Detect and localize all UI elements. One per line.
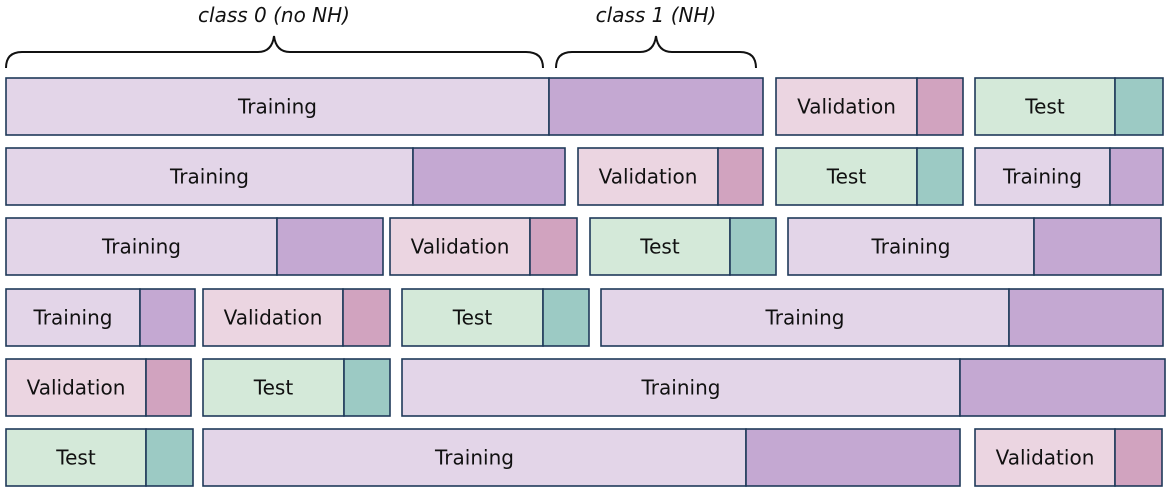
test-label: Test — [55, 446, 96, 470]
validation-segment: Validation — [5, 358, 192, 417]
class-1-brace: class 1 (NH) — [555, 3, 757, 69]
test-segment: Test — [202, 358, 391, 417]
test-class-0-block — [589, 217, 731, 276]
training-class-1-block — [412, 147, 566, 206]
class-1-brace-path — [555, 35, 757, 69]
class-0-brace-path — [5, 35, 544, 69]
test-class-1-block — [145, 428, 194, 487]
validation-label: Validation — [224, 306, 323, 330]
training-label: Training — [765, 306, 845, 330]
training-class-0-block — [202, 428, 747, 487]
training-label: Training — [33, 306, 113, 330]
training-segment: Training — [5, 217, 384, 276]
test-class-1-block — [729, 217, 777, 276]
validation-label: Validation — [27, 376, 126, 400]
validation-class-0-block — [389, 217, 531, 276]
training-segment: Training — [202, 428, 961, 487]
class-0-label: class 0 (no NH) — [198, 3, 350, 27]
training-segment: Training — [974, 147, 1164, 206]
test-class-0-block — [974, 77, 1116, 136]
training-label: Training — [169, 165, 249, 189]
fold-row-3: Training Validation Test Training — [5, 217, 1162, 276]
validation-segment: Validation — [775, 77, 964, 136]
validation-class-0-block — [974, 428, 1116, 487]
validation-class-0-block — [5, 358, 147, 417]
validation-class-1-block — [342, 288, 391, 347]
validation-label: Validation — [996, 446, 1095, 470]
training-class-1-block — [139, 288, 196, 347]
validation-class-1-block — [529, 217, 578, 276]
training-label: Training — [101, 235, 181, 259]
validation-class-0-block — [775, 77, 918, 136]
fold-row-5: Validation Test Training — [5, 358, 1166, 417]
fold-row-6: Test Training Validation — [5, 428, 1163, 487]
test-segment: Test — [401, 288, 590, 347]
training-segment: Training — [5, 77, 764, 136]
class-1-label: class 1 (NH) — [596, 3, 717, 27]
training-class-0-block — [5, 77, 550, 136]
test-class-0-block — [202, 358, 345, 417]
test-class-1-block — [343, 358, 391, 417]
training-segment: Training — [600, 288, 1164, 347]
validation-segment: Validation — [974, 428, 1163, 487]
test-class-1-block — [916, 147, 964, 206]
fold-row-2: Training Validation Test Training — [5, 147, 1164, 206]
test-class-1-block — [1114, 77, 1164, 136]
test-label: Test — [452, 306, 493, 330]
test-segment: Test — [5, 428, 194, 487]
training-class-0-block — [401, 358, 961, 417]
training-class-1-block — [276, 217, 384, 276]
validation-segment: Validation — [577, 147, 764, 206]
training-segment: Training — [401, 358, 1166, 417]
training-class-1-block — [959, 358, 1166, 417]
validation-label: Validation — [797, 95, 896, 119]
training-class-1-block — [1109, 147, 1164, 206]
training-label: Training — [1002, 165, 1082, 189]
validation-class-1-block — [1114, 428, 1163, 487]
fold-row-1: Training Validation Test — [5, 77, 1164, 136]
test-class-0-block — [775, 147, 918, 206]
training-class-0-block — [5, 288, 141, 347]
validation-class-0-block — [202, 288, 344, 347]
training-label: Training — [237, 95, 317, 119]
training-class-0-block — [5, 147, 414, 206]
training-label: Training — [434, 446, 514, 470]
test-label: Test — [826, 165, 867, 189]
fold-row-4: Training Validation Test Training — [5, 288, 1164, 347]
validation-class-1-block — [717, 147, 764, 206]
validation-label: Validation — [599, 165, 698, 189]
test-class-0-block — [5, 428, 147, 487]
training-class-1-block — [1033, 217, 1162, 276]
validation-label: Validation — [411, 235, 510, 259]
test-label: Test — [1024, 95, 1065, 119]
training-class-1-block — [1008, 288, 1164, 347]
training-segment: Training — [787, 217, 1162, 276]
test-label: Test — [253, 376, 294, 400]
validation-segment: Validation — [389, 217, 578, 276]
test-label: Test — [639, 235, 680, 259]
training-label: Training — [641, 376, 721, 400]
test-class-0-block — [401, 288, 544, 347]
training-class-0-block — [974, 147, 1111, 206]
test-segment: Test — [775, 147, 964, 206]
class-0-brace: class 0 (no NH) — [5, 3, 544, 69]
training-segment: Training — [5, 288, 196, 347]
training-segment: Training — [5, 147, 566, 206]
test-segment: Test — [974, 77, 1164, 136]
training-class-0-block — [5, 217, 278, 276]
training-class-1-block — [548, 77, 764, 136]
test-class-1-block — [542, 288, 590, 347]
validation-class-1-block — [145, 358, 192, 417]
training-label: Training — [871, 235, 951, 259]
validation-segment: Validation — [202, 288, 391, 347]
validation-class-0-block — [577, 147, 719, 206]
test-segment: Test — [589, 217, 777, 276]
validation-class-1-block — [916, 77, 964, 136]
training-class-1-block — [745, 428, 961, 487]
